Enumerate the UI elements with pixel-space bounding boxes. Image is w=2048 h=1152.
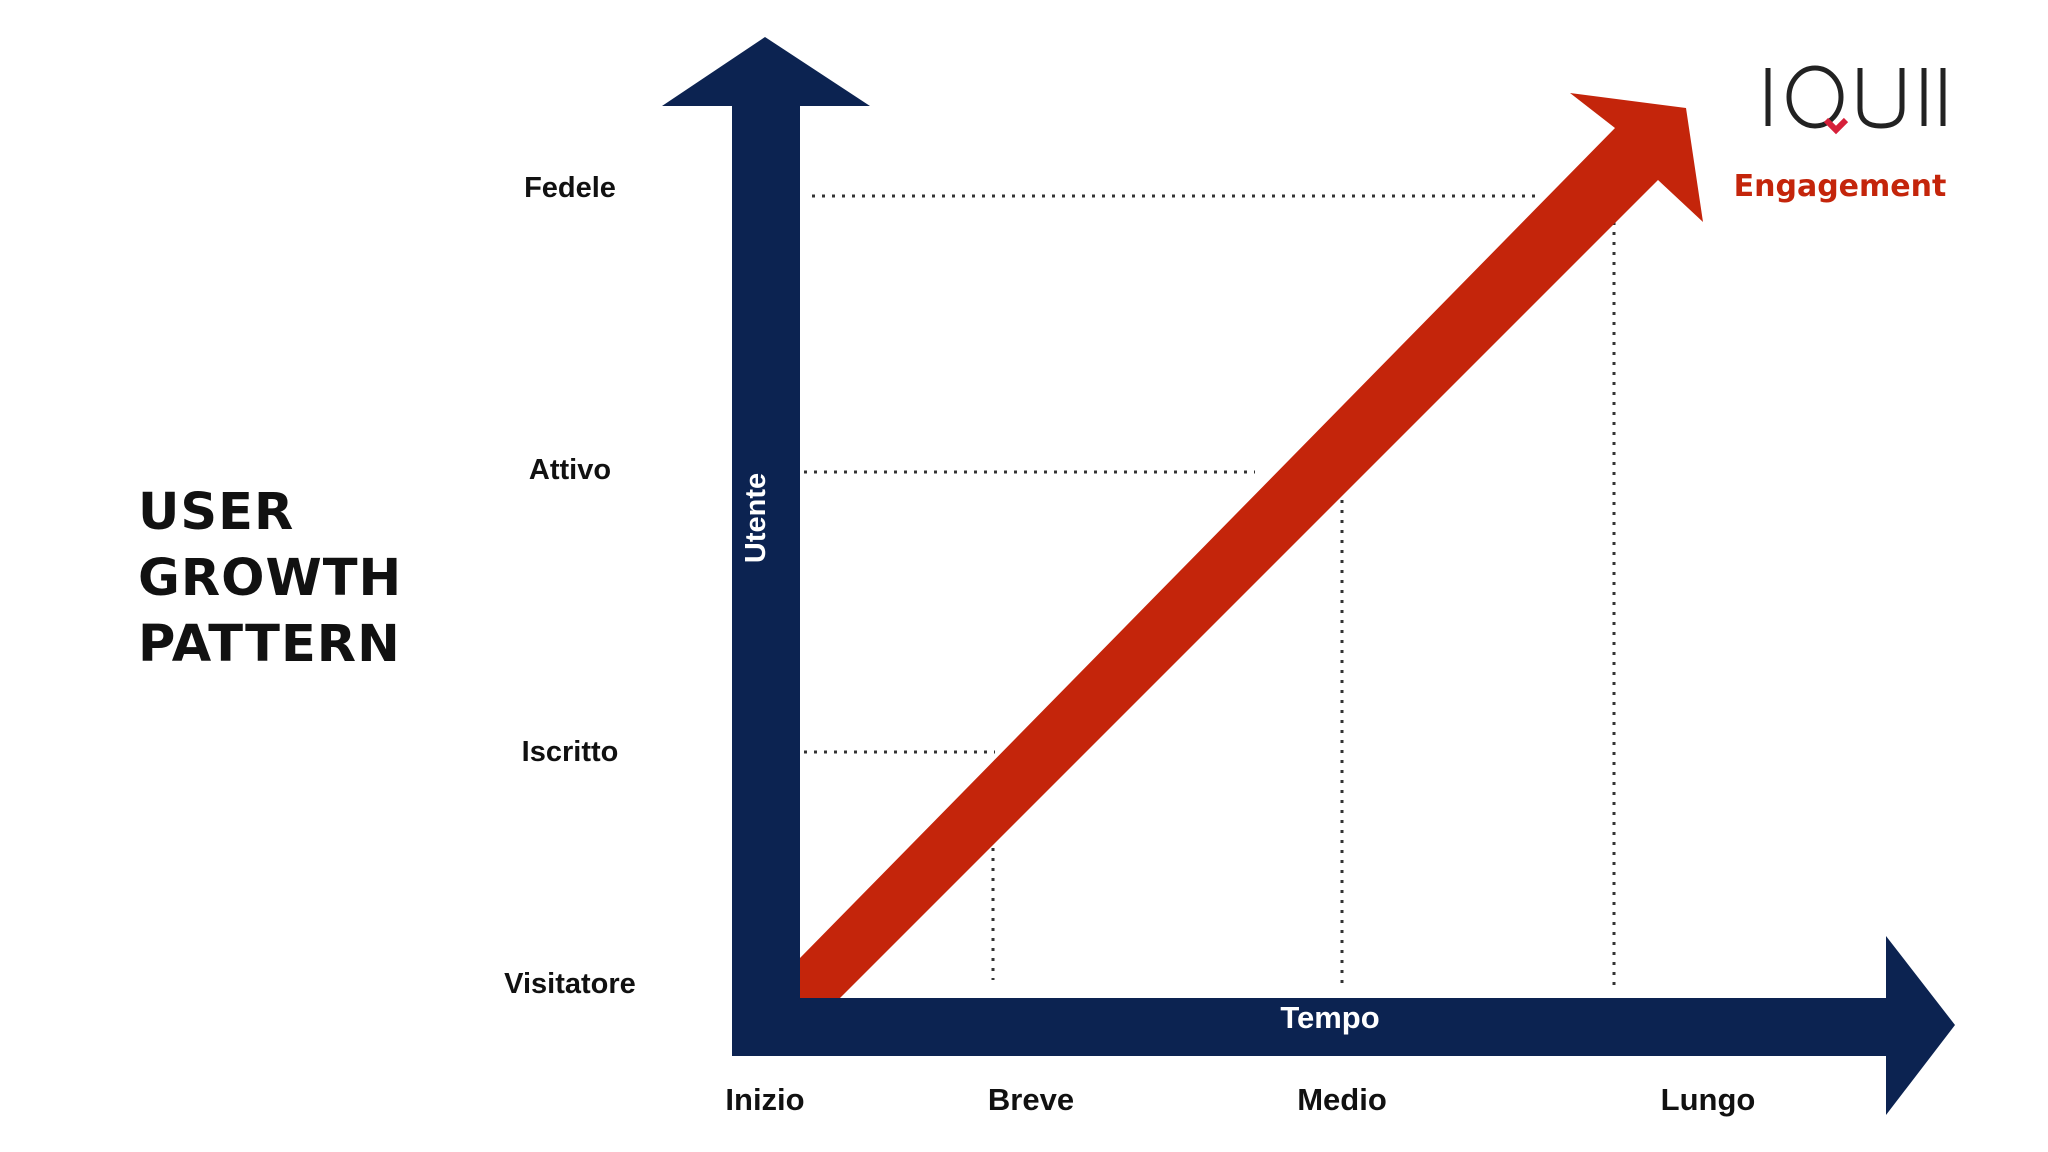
title-line-1: USER	[138, 483, 295, 542]
x-tick-medio: Medio	[1297, 1082, 1387, 1117]
x-axis-title: Tempo	[1280, 1000, 1380, 1035]
y-level-visitatore: Visitatore	[504, 968, 636, 1000]
y-level-iscritto: Iscritto	[521, 736, 619, 768]
slide-title: USER GROWTH PATTERN	[138, 480, 402, 678]
title-line-3: PATTERN	[138, 615, 401, 674]
engagement-arrow	[800, 93, 1703, 998]
x-axis-arrow	[732, 936, 1955, 1115]
y-axis-title: Utente	[740, 472, 772, 564]
y-axis-arrow	[662, 37, 870, 1000]
y-level-attivo: Attivo	[528, 454, 612, 486]
series-label-engagement: Engagement	[1733, 169, 1947, 204]
x-tick-breve: Breve	[987, 1082, 1075, 1117]
y-level-fedele: Fedele	[524, 172, 616, 204]
x-tick-inizio: Inizio	[725, 1082, 805, 1117]
iquii-logo	[1765, 65, 1946, 135]
x-tick-lungo: Lungo	[1660, 1082, 1756, 1117]
title-line-2: GROWTH	[138, 549, 403, 608]
